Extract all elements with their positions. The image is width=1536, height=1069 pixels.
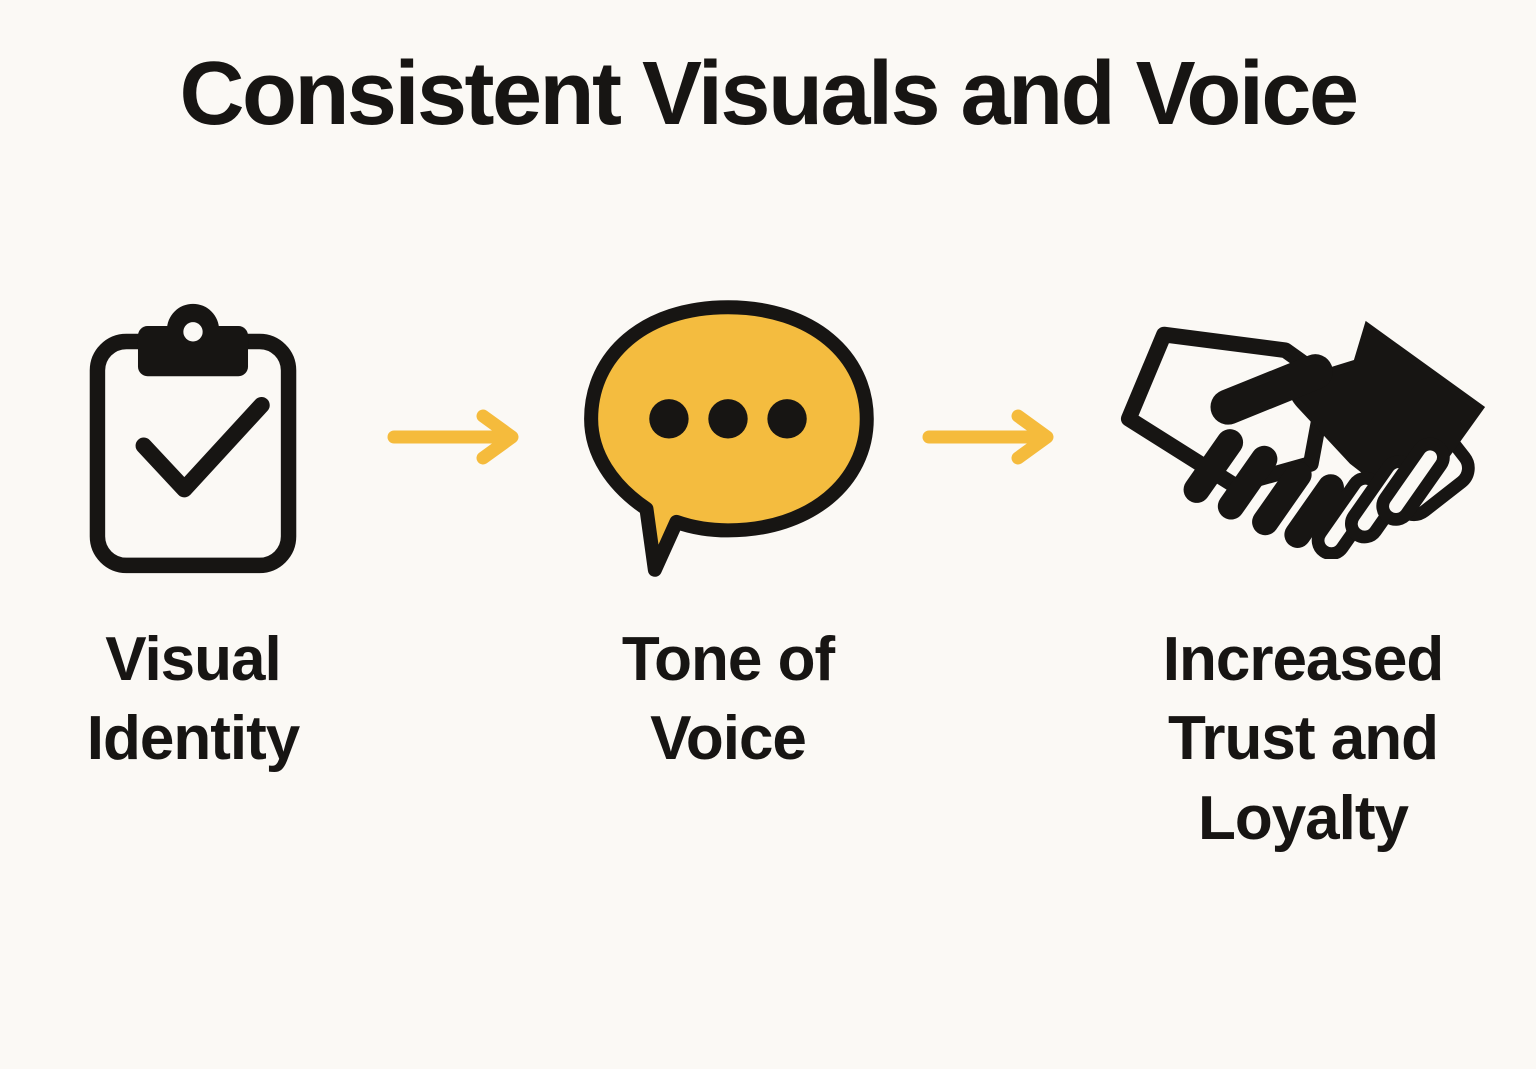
connector-1 [386, 282, 536, 592]
step-visual-identity: Visual Identity [1, 282, 386, 779]
step-icon-box [578, 282, 878, 592]
step-tone-of-voice: Tone of Voice [536, 282, 921, 779]
step-label-visual-identity: Visual Identity [86, 625, 300, 774]
arrow-right-icon [387, 409, 518, 465]
step-increased-trust-loyalty: Increased Trust and Loyalty [1071, 282, 1536, 858]
handshake-icon [1120, 320, 1486, 560]
speech-bubble-icon [584, 300, 874, 578]
arrow-right-icon [922, 409, 1053, 465]
connector-2 [921, 282, 1071, 592]
step-label-increased-trust-loyalty: Increased Trust and Loyalty [1162, 625, 1445, 853]
step-icon-box [1117, 282, 1489, 592]
step-label-tone-of-voice: Tone of Voice [621, 625, 835, 774]
flow-row: Visual Identity Tone of Voice [0, 282, 1536, 858]
infographic-canvas: Consistent Visuals and Voice Visual Iden… [0, 45, 1536, 1069]
clipboard-check-icon [89, 304, 297, 574]
page-title: Consistent Visuals and Voice [179, 44, 1359, 144]
step-icon-box [82, 282, 304, 592]
